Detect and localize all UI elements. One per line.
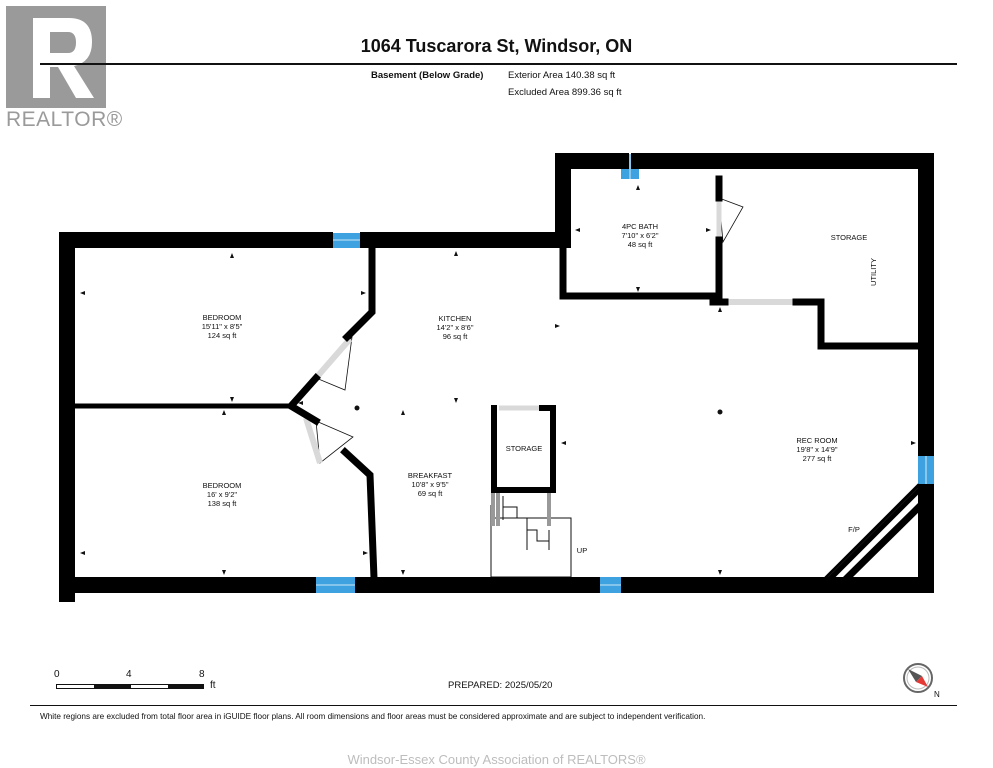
fireplace-label: F/P	[848, 525, 860, 534]
ceiling-lights	[354, 405, 723, 415]
kitchen-name: KITCHEN	[439, 314, 472, 323]
windows	[308, 154, 934, 593]
disclaimer-text: White regions are excluded from total fl…	[40, 712, 706, 721]
stairs-up-label: UP	[577, 546, 587, 555]
realtor-logo	[6, 6, 106, 108]
page-title: 1064 Tuscarora St, Windsor, ON	[360, 36, 633, 56]
walls	[59, 153, 934, 602]
bath-area: 48 sq ft	[628, 240, 654, 249]
stairs	[490, 493, 572, 578]
rec-room-dims: 19'8" x 14'9"	[796, 445, 837, 454]
footer-attribution: Windsor-Essex County Association of REAL…	[347, 752, 646, 767]
compass-icon: N	[903, 663, 940, 699]
scale-unit: ft	[210, 680, 216, 691]
bedroom1-name: BEDROOM	[203, 313, 242, 322]
level-name: Basement (Below Grade)	[371, 70, 484, 81]
doors	[303, 197, 796, 526]
breakfast-dims: 10'8" x 9'5"	[412, 480, 449, 489]
kitchen-area: 96 sq ft	[443, 332, 469, 341]
storage-right-name: STORAGE	[831, 233, 868, 242]
rec-room-area: 277 sq ft	[803, 454, 833, 463]
breakfast-area: 69 sq ft	[418, 489, 444, 498]
bedroom2-area: 138 sq ft	[208, 499, 238, 508]
title-divider	[40, 63, 957, 65]
dimension-arrows	[80, 185, 916, 575]
breakfast-name: BREAKFAST	[408, 471, 453, 480]
bedroom1-area: 124 sq ft	[208, 331, 238, 340]
prepared-date: PREPARED: 2025/05/20	[448, 680, 553, 691]
bath-name: 4PC BATH	[622, 222, 658, 231]
kitchen-dims: 14'2" x 8'6"	[437, 323, 474, 332]
rec-room-name: REC ROOM	[796, 436, 837, 445]
storage-center-name: STORAGE	[506, 444, 543, 453]
scale-bar	[56, 684, 204, 689]
utility-label: UTILITY	[869, 258, 878, 286]
window-lines	[308, 154, 927, 586]
scale-tick-0: 0	[54, 669, 60, 680]
bedroom2-name: BEDROOM	[203, 481, 242, 490]
excluded-area: Excluded Area 899.36 sq ft	[508, 87, 622, 98]
exterior-area: Exterior Area 140.38 sq ft	[508, 70, 616, 81]
bath-dims: 7'10" x 6'2"	[622, 231, 659, 240]
scale-tick-4: 4	[126, 669, 132, 680]
disclaimer-divider	[30, 705, 957, 706]
bedroom2-dims: 16' x 9'2"	[207, 490, 237, 499]
bedroom1-dims: 15'11" x 8'5"	[202, 322, 243, 331]
realtor-logo-text: REALTOR®	[6, 108, 123, 131]
scale-tick-8: 8	[199, 669, 205, 680]
svg-text:N: N	[934, 690, 940, 699]
